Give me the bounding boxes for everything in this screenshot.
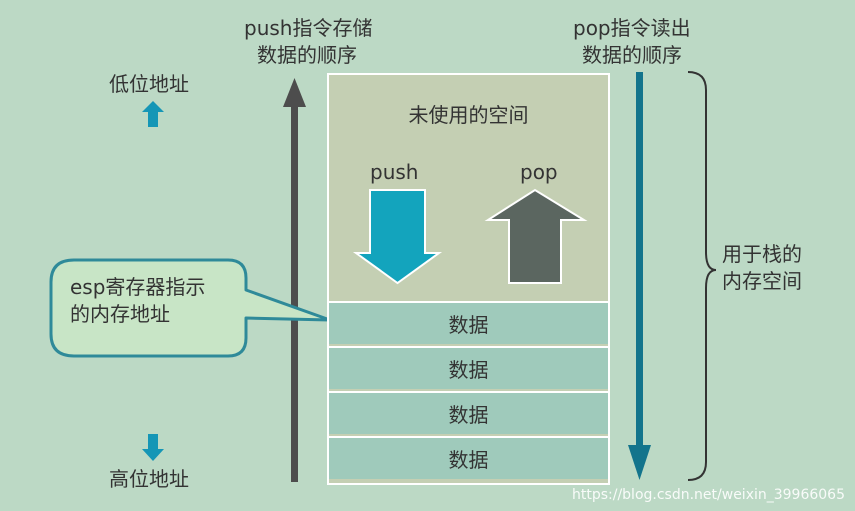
push-down-arrow-icon [352, 189, 443, 285]
high-address-label: 高位地址 [109, 467, 189, 491]
push-pop-arrows [352, 188, 588, 285]
push-order-label-line1: push指令存储 [244, 16, 373, 40]
esp-callout-bubble [49, 258, 332, 358]
watermark: https://blog.csdn.net/weixin_39966065 [571, 487, 845, 503]
high-address-down-arrow-icon [142, 434, 164, 461]
stack-space-brace [687, 71, 717, 481]
data-cell-4: 数据 [329, 436, 608, 479]
push-label: push [370, 160, 419, 184]
data-cell-1: 数据 [329, 301, 608, 344]
esp-callout-line1: esp寄存器指示 [70, 275, 206, 299]
stack-space-label-line2: 内存空间 [722, 269, 802, 293]
data-cell-3: 数据 [329, 391, 608, 434]
pop-label: pop [520, 160, 558, 184]
pop-order-label-line1: pop指令读出 [573, 16, 691, 40]
pop-order-arrow [628, 72, 651, 480]
pop-up-arrow-icon [484, 188, 588, 284]
pop-order-label-line2: 数据的顺序 [582, 43, 682, 67]
stack-space-label-line1: 用于栈的 [722, 242, 802, 266]
low-address-label: 低位地址 [109, 72, 189, 96]
unused-space-label: 未使用的空间 [408, 103, 529, 127]
esp-callout-line2: 的内存地址 [70, 302, 170, 326]
push-order-arrow [283, 78, 306, 482]
data-cell-2: 数据 [329, 346, 608, 389]
low-address-up-arrow-icon [142, 101, 164, 127]
stack-memory-box: 未使用的空间 push pop 数据 数据 数据 数据 [327, 73, 610, 485]
push-order-label-line2: 数据的顺序 [257, 43, 357, 67]
